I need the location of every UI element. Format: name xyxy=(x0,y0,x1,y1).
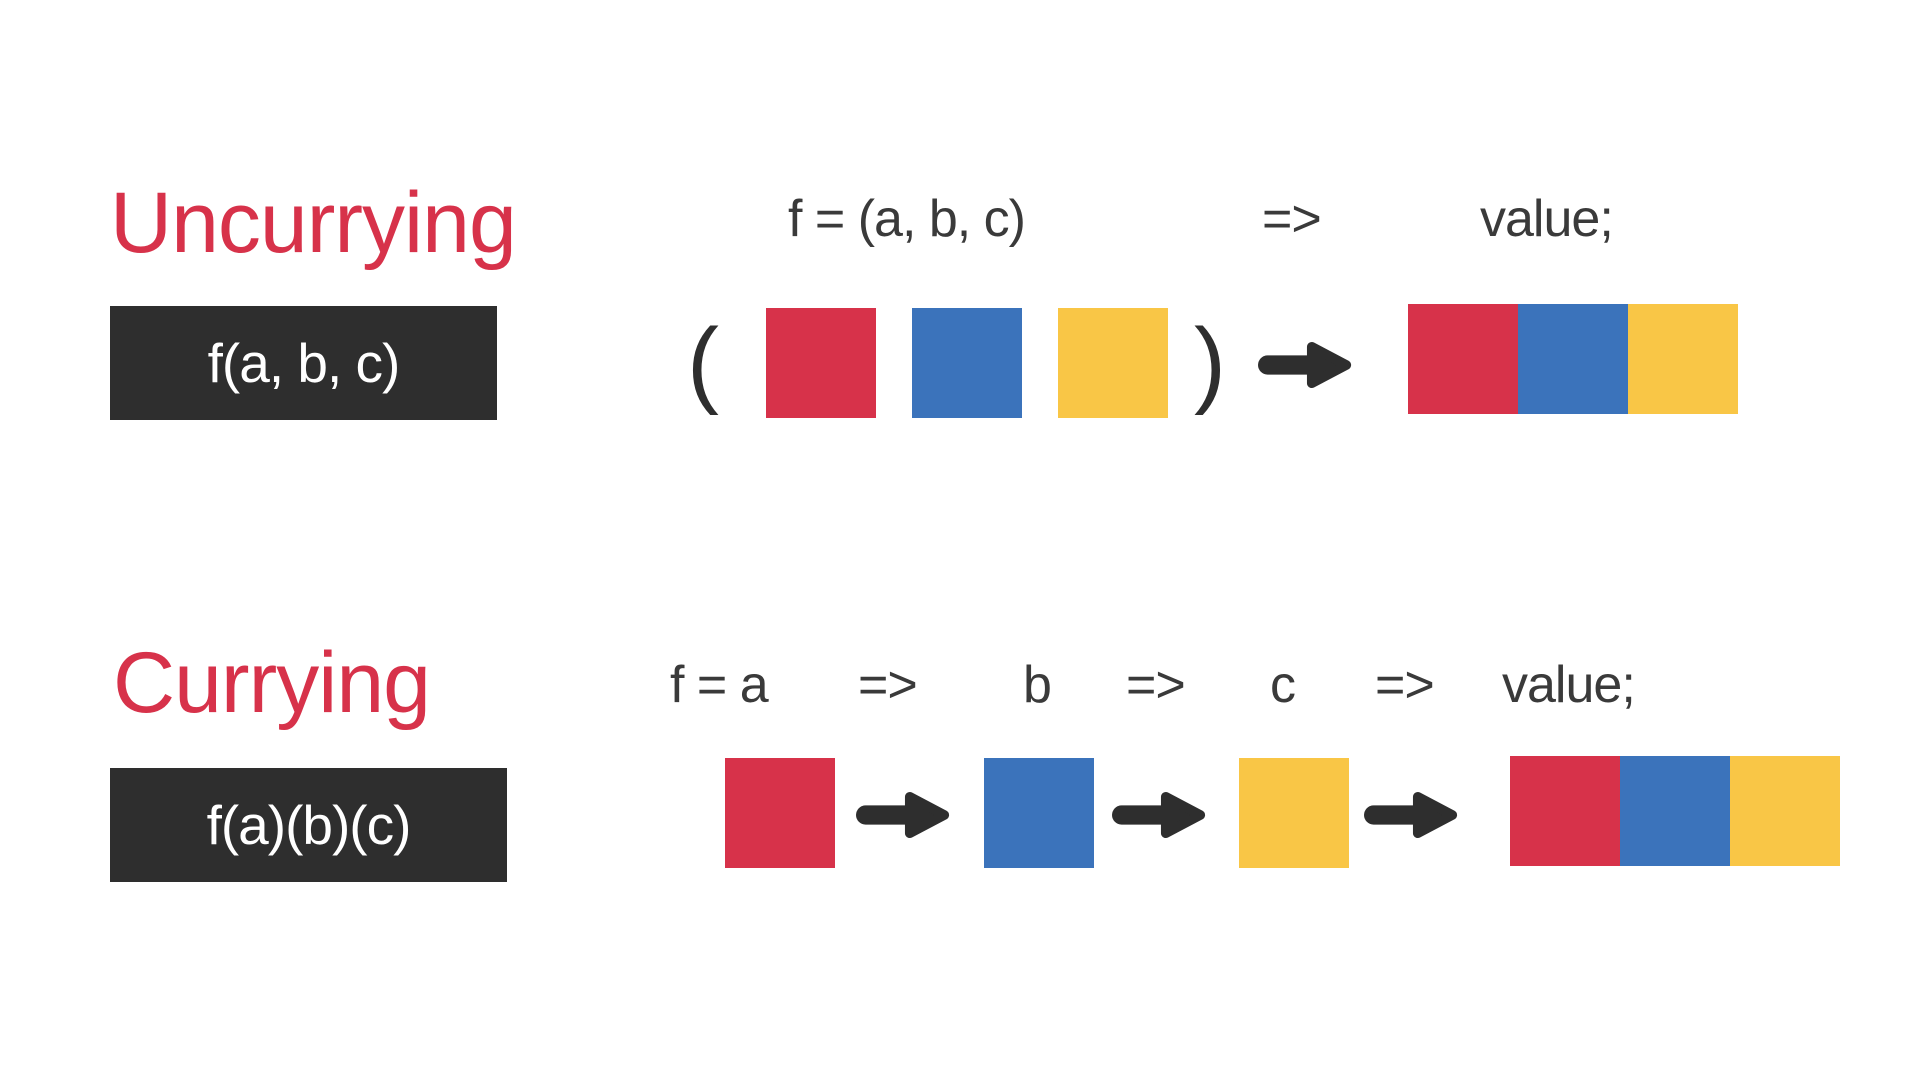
open-paren: ( xyxy=(687,309,719,416)
currying-formula-result: value; xyxy=(1502,656,1636,714)
result-block-yellow xyxy=(1628,304,1738,414)
uncurrying-code-box: f(a, b, c) xyxy=(110,306,497,420)
result-block-blue xyxy=(1620,756,1730,866)
close-paren: ) xyxy=(1194,309,1226,416)
currying-formula-arrow-2: => xyxy=(1126,656,1186,714)
currying-formula-signature: f = a xyxy=(670,656,769,714)
uncurrying-result-blocks xyxy=(1408,304,1738,414)
result-block-red xyxy=(1510,756,1620,866)
arrow-right-icon xyxy=(1112,787,1208,843)
currying-formula-arrow-3: => xyxy=(1375,656,1435,714)
uncurrying-arg-b-block-blue xyxy=(912,308,1022,418)
currying-code-label: f(a)(b)(c) xyxy=(206,794,412,856)
currying-arg-a-block-red xyxy=(725,758,835,868)
uncurrying-formula-result: value; xyxy=(1480,190,1614,248)
currying-result-blocks xyxy=(1510,756,1840,866)
currying-arg-c-block-yellow xyxy=(1239,758,1349,868)
currying-formula-arg-c: c xyxy=(1270,656,1296,714)
uncurrying-formula-signature: f = (a, b, c) xyxy=(788,190,1026,248)
currying-title: Currying xyxy=(113,635,431,731)
uncurrying-title: Uncurrying xyxy=(110,175,517,271)
uncurrying-formula-arrow: => xyxy=(1262,190,1322,248)
uncurrying-code-label: f(a, b, c) xyxy=(207,332,401,394)
currying-code-box: f(a)(b)(c) xyxy=(110,768,507,882)
arrow-right-icon xyxy=(1364,787,1460,843)
arrow-right-icon xyxy=(856,787,952,843)
currying-formula-arrow-1: => xyxy=(858,656,918,714)
result-block-blue xyxy=(1518,304,1628,414)
result-block-yellow xyxy=(1730,756,1840,866)
uncurrying-arg-a-block-red xyxy=(766,308,876,418)
currying-arg-b-block-blue xyxy=(984,758,1094,868)
arrow-right-icon xyxy=(1258,337,1354,393)
uncurrying-arg-c-block-yellow xyxy=(1058,308,1168,418)
result-block-red xyxy=(1408,304,1518,414)
currying-formula-arg-b: b xyxy=(1023,656,1052,714)
